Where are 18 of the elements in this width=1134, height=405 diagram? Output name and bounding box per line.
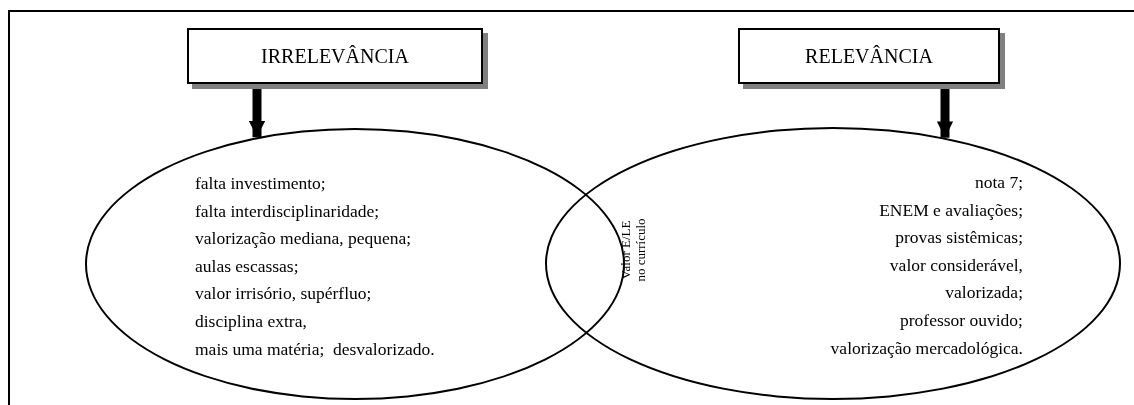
list-item: valor considerável, xyxy=(889,253,1023,277)
list-item: falta investimento; xyxy=(195,172,326,195)
list-item: valor irrisório, supérfluo; xyxy=(195,282,372,306)
list-item: nota 7; xyxy=(974,171,1023,194)
list-item: provas sistêmicas; xyxy=(895,226,1023,250)
arrow xyxy=(936,86,954,138)
arrow xyxy=(248,86,266,138)
list-item: valorização mediana, pequena; xyxy=(195,227,412,251)
overlap-label: Valor E/LE no currículo xyxy=(618,217,648,284)
list-item: disciplina extra, xyxy=(195,309,307,333)
ellipse xyxy=(545,127,1121,400)
list-item: falta interdisciplinaridade; xyxy=(195,199,380,223)
list-item: professor ouvido; xyxy=(900,308,1023,332)
list-item: ENEM e avaliações; xyxy=(879,198,1023,222)
list-item: mais uma matéria; desvalorizado. xyxy=(195,337,435,361)
list-item: valorizada; xyxy=(945,281,1023,305)
list-item: aulas escassas; xyxy=(195,254,299,278)
list-item: valorização mercadológica. xyxy=(830,336,1023,360)
